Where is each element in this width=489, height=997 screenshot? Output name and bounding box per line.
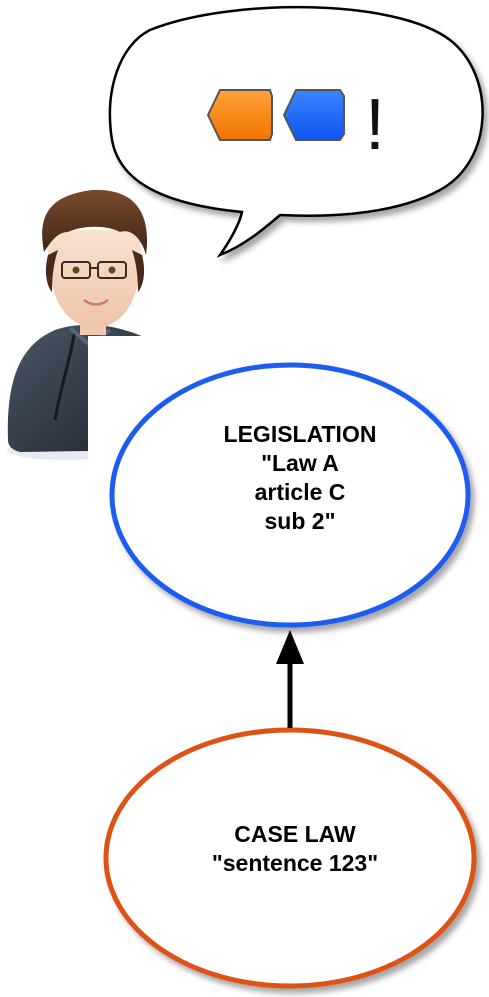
legislation-line-1: LEGISLATION [223,421,377,447]
orange-hexagon-icon [206,89,273,141]
case-law-label: CASE LAW "sentence 123" [110,820,480,878]
case-law-line-1: CASE LAW [234,821,356,847]
legislation-line-4: sub 2" [264,508,336,534]
edge-arrow [276,630,304,728]
case-law-node [103,727,477,989]
legislation-line-2: "Law A [261,450,339,476]
case-law-line-2: "sentence 123" [211,850,379,876]
exclamation-mark: ! [365,85,386,165]
legislation-label: LEGISLATION "Law A article C sub 2" [130,420,470,536]
legislation-line-3: article C [254,479,346,505]
blue-hexagon-icon [282,89,345,141]
legislation-node [109,362,471,628]
